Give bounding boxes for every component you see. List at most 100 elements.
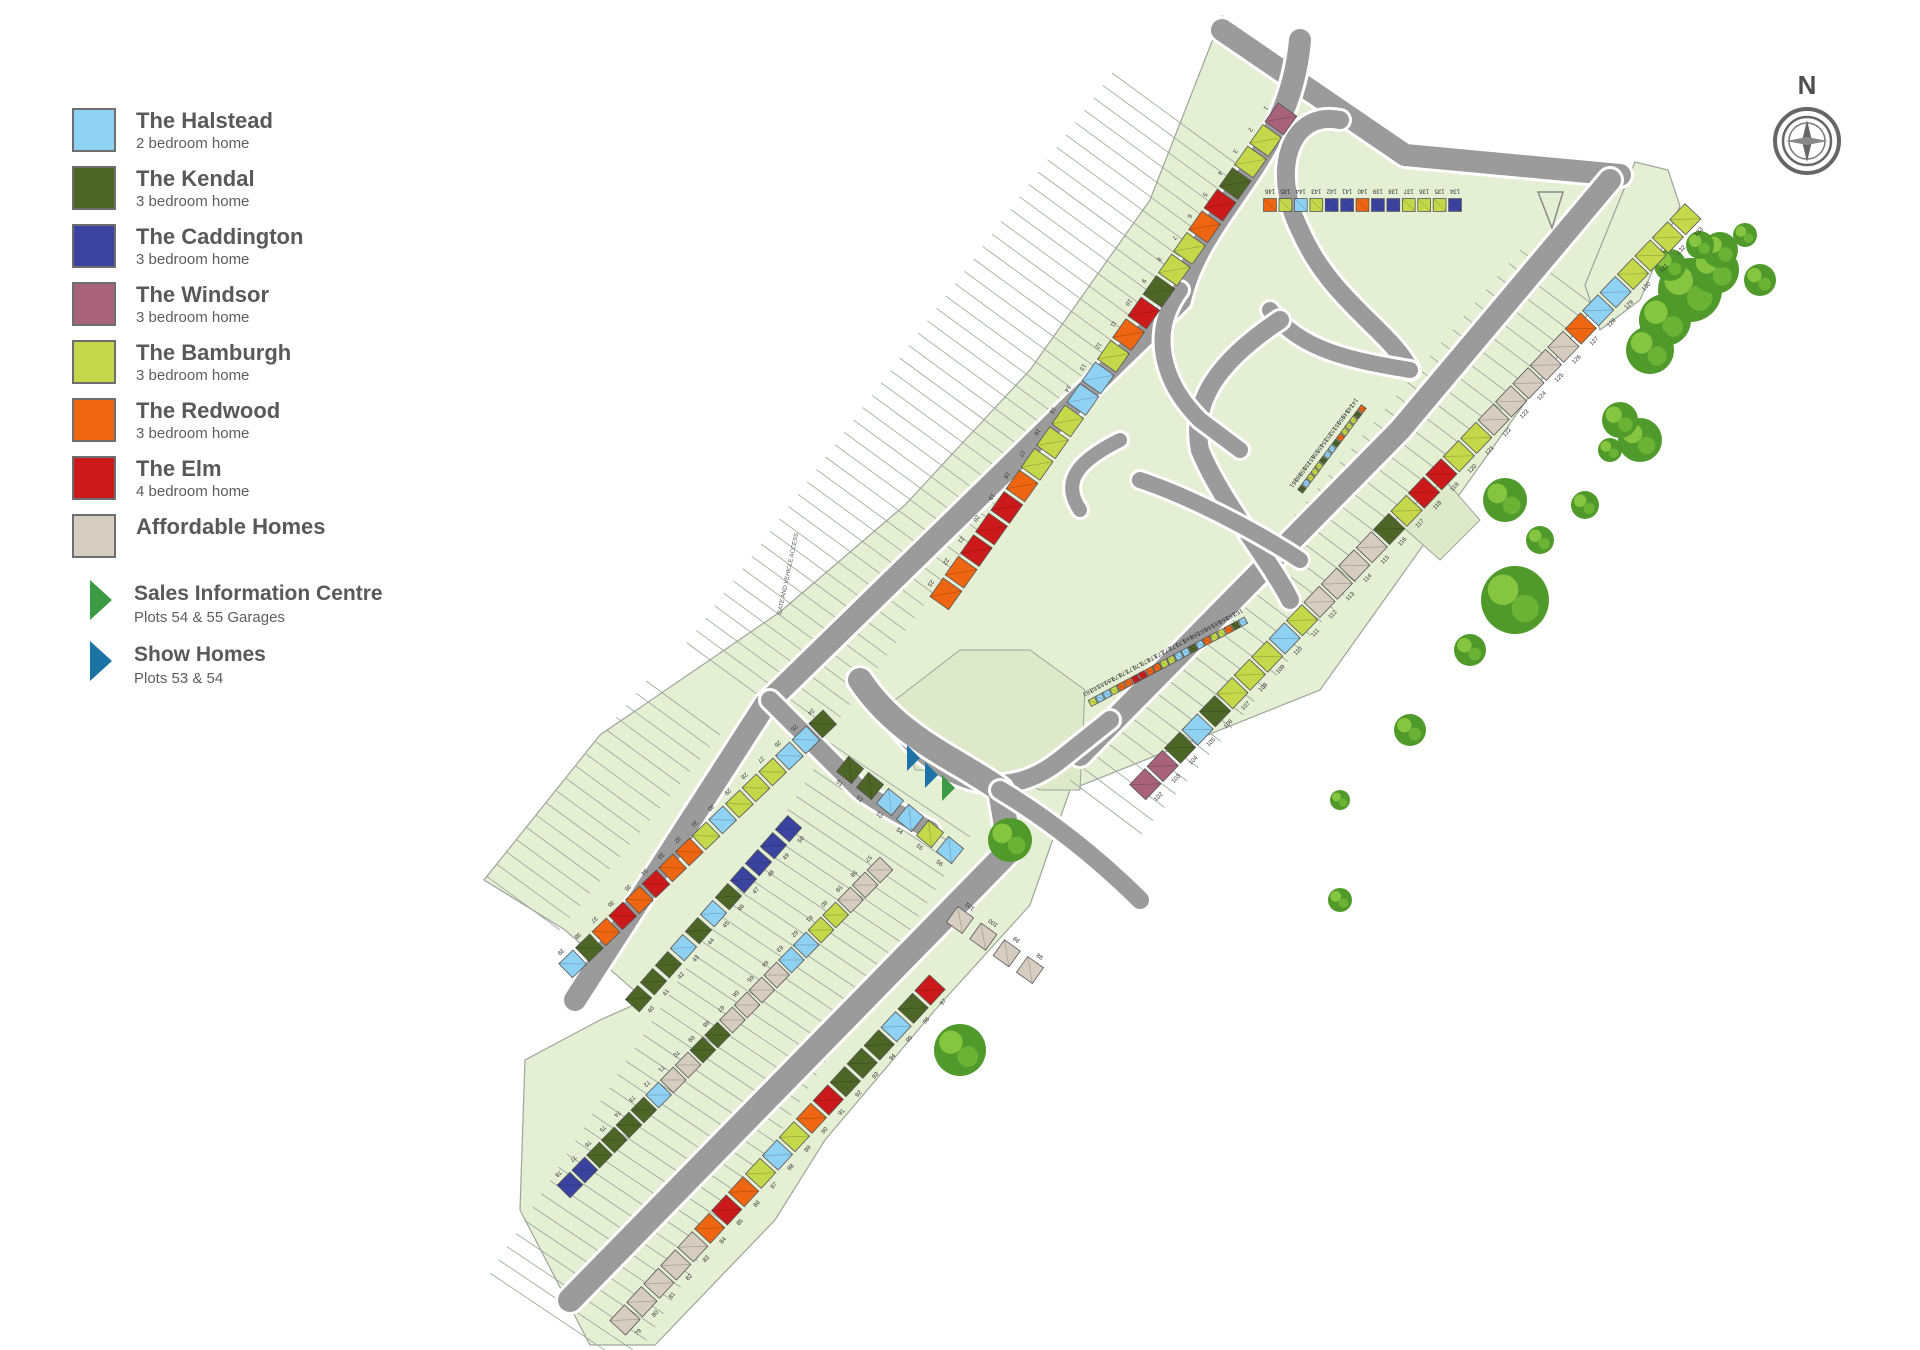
house-kendal	[1352, 409, 1363, 420]
plot-number: 170	[1174, 637, 1186, 647]
plot-number: 68	[701, 1019, 710, 1028]
plot-boundary	[583, 1127, 654, 1175]
plot-90: 90	[795, 1102, 830, 1135]
plot-6: 6	[1185, 210, 1222, 244]
roof-ridge	[848, 756, 852, 784]
house-kendal	[846, 1047, 878, 1079]
plot-number: 46	[737, 903, 746, 912]
plot-number: 24	[805, 707, 814, 716]
plot-48: 48	[744, 849, 776, 879]
plot-boundary	[982, 246, 1061, 304]
tree-icon	[1598, 438, 1622, 462]
plot-boundary	[1060, 303, 1119, 346]
roof-ridge	[1495, 400, 1527, 403]
house-affordable	[643, 1267, 675, 1299]
roof-ridge	[808, 723, 837, 725]
plot-47: 47	[729, 866, 761, 896]
plot-number: 32	[672, 835, 681, 844]
plot-number: 174	[1145, 652, 1157, 662]
plot-boundary	[964, 270, 1043, 329]
plot-110: 110	[1268, 622, 1304, 657]
sales-centre-map-marker	[942, 775, 955, 801]
plot-number: 148	[1343, 402, 1354, 414]
plot-99: 99	[992, 934, 1021, 968]
roof-ridge	[675, 1064, 701, 1066]
roof-ridge	[1223, 627, 1234, 632]
plot-boundary	[566, 1153, 637, 1202]
plot-boundary	[733, 580, 812, 639]
house-halstead	[1301, 478, 1312, 489]
house-halstead	[699, 900, 728, 928]
plot-number: 108	[1258, 682, 1270, 694]
plot-number: 58	[848, 869, 857, 878]
house-bamburgh	[1051, 404, 1085, 438]
roof-ridge	[1188, 646, 1198, 651]
plot-number: 117	[1415, 518, 1426, 530]
plot-178: 178	[1117, 668, 1134, 688]
plot-176: 176	[1131, 660, 1149, 681]
plot-number: 129	[1624, 299, 1636, 311]
roof-ridge	[1159, 661, 1170, 666]
legend-bedrooms: 3 bedroom home	[136, 251, 250, 268]
roof-ridge	[1158, 266, 1191, 274]
roof-ridge	[616, 1124, 642, 1126]
plot-number: 105	[1206, 736, 1218, 748]
plot-number: 14	[1062, 384, 1071, 393]
roof-ridge	[990, 504, 1023, 511]
roof-ridge	[1332, 442, 1341, 445]
roof-ridge	[1238, 620, 1248, 624]
plot-boundary	[862, 407, 941, 465]
plot-153: 153	[1322, 431, 1342, 449]
house-halstead	[645, 1081, 672, 1109]
redwood-swatch	[72, 398, 116, 442]
plot-boundary	[751, 555, 830, 614]
plot-23: 23	[925, 577, 963, 611]
plot-boundary	[936, 308, 1015, 366]
house-redwood	[694, 1212, 726, 1244]
house-bamburgh	[1173, 231, 1206, 265]
house-affordable	[866, 856, 894, 884]
house-bamburgh	[1390, 494, 1423, 527]
plot-number: 22	[941, 557, 950, 566]
plot-101: 101	[945, 900, 976, 935]
house-halstead	[1599, 275, 1632, 309]
house-redwood	[1355, 198, 1370, 212]
plot-boundary	[1078, 278, 1137, 322]
roof-ridge	[643, 1282, 674, 1285]
plot-30: 30	[705, 803, 738, 835]
plot-boundary	[490, 1272, 561, 1321]
plot-boundary	[770, 531, 849, 589]
plot-number: 41	[662, 988, 671, 997]
plot-80: 80	[626, 1286, 661, 1319]
plot-boundary	[834, 444, 914, 503]
plot-56: 56	[935, 835, 965, 869]
roof-ridge	[658, 867, 687, 869]
plot-number: 103	[1171, 773, 1183, 785]
house-redwood	[944, 555, 978, 589]
plot-number: 85	[736, 1218, 745, 1227]
plot-180: 180	[1103, 675, 1120, 696]
trees	[934, 223, 1776, 1076]
show-home-map-marker	[907, 745, 920, 771]
road	[1277, 109, 1419, 379]
plot-number: 51	[835, 779, 844, 788]
house-affordable	[945, 905, 975, 935]
plot-number: 89	[804, 1144, 813, 1153]
plot-173: 173	[1153, 649, 1170, 669]
plot-166: 166	[1203, 622, 1220, 643]
plot-number: 20	[971, 513, 980, 522]
plot-boundary	[1069, 779, 1143, 835]
house-redwood	[1116, 681, 1127, 692]
roof-ridge	[1067, 396, 1099, 403]
plot-number: 113	[1345, 591, 1356, 603]
plot-46: 46	[714, 883, 746, 913]
tree-icon	[1454, 634, 1486, 666]
house-halstead	[792, 931, 820, 959]
plot-number: 92	[855, 1089, 864, 1098]
plot-number: 119	[1450, 481, 1461, 493]
roof-ridge	[847, 1062, 878, 1065]
house-halstead	[1322, 449, 1333, 460]
halstead-swatch	[72, 108, 116, 152]
plot-94: 94	[863, 1029, 898, 1062]
roof-ridge	[592, 931, 620, 933]
